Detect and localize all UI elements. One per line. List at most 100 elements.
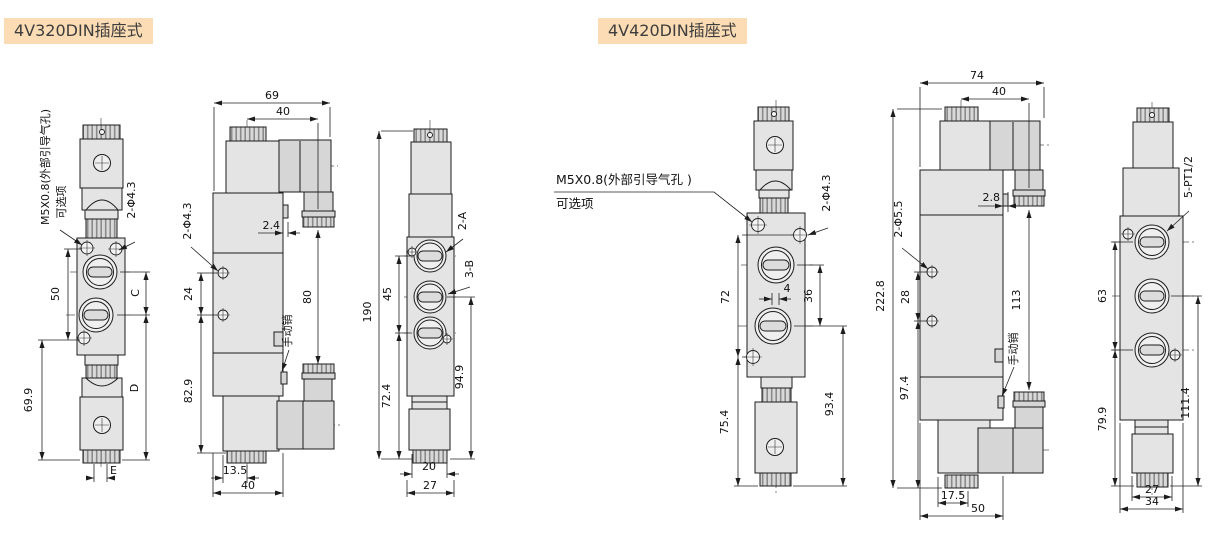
dim-label-69: 69 [265,89,279,102]
v320-rear-dim-190: 190 [361,130,413,460]
v320-front-dim-D: D [122,315,150,461]
dim-label-40-bottom: 40 [241,479,255,492]
v420-side-dim-17-5: 17.5 [937,477,969,507]
v420-front-valve-shapes [744,106,809,487]
v420-front-dim-36: 36 [794,264,847,327]
dim-label-20: 20 [422,460,436,473]
holes-label: 2-Φ5.5 [892,200,905,237]
v420-rear-dim-34: 34 [1119,423,1184,513]
v420-front-dim-93-4: 93.4 [793,326,847,487]
v420-side-dim-2-8: 2.8 [978,191,1020,212]
v320-front-view: M5X0.8(外部引导气孔) 可选项 2-Φ4.3 50 69.9 C D [22,109,150,482]
dim-label-D: D [128,384,141,392]
v320-rear-dim-72-4: 72.4 [380,333,402,459]
optional-label: 可选项 [556,196,594,211]
dim-label-82-9: 82.9 [182,379,195,404]
v420-side-dim-50: 50 [919,423,1004,520]
dim-label-72: 72 [719,290,732,304]
v320-side-dim-82-9: 82.9 [182,315,226,454]
v420-front-dim-4: 4 [759,282,791,305]
v320-front-dim-E: E [86,464,117,482]
v420-side-dim-74: 74 [919,69,1045,167]
dim-label-36: 36 [802,289,815,303]
v420-front-pilot-note: M5X0.8(外部引导气孔 ) 可选项 [554,172,753,223]
pilot-note-label: M5X0.8(外部引导气孔 ) [556,172,692,187]
dim-label-27: 27 [423,479,437,492]
dim-label-190: 190 [361,302,374,323]
v420-rear-view: 5-PT1/2 63 79.9 111.4 27 34 [1096,102,1202,513]
v420-side-manual-pin-note: 手动销 [1001,333,1020,397]
dim-label-40: 40 [992,85,1006,98]
manual-pin-label: 手动销 [280,315,294,348]
v420-front-dim-75-4: 75.4 [718,357,758,487]
manual-pin-label: 手动销 [1006,333,1020,366]
holes-label: 2-Φ4.3 [125,181,138,218]
dim-label-222-8: 222.8 [874,280,887,312]
v320-side-view: 69 40 2.4 2-Φ4.3 24 82.9 80 [181,89,340,497]
dim-label-111-4: 111.4 [1179,387,1192,419]
v320-rear-port-a-note: 2-A [445,211,469,253]
dim-label-97-4: 97.4 [898,376,911,401]
title-4v420: 4V420DIN插座式 [598,18,747,45]
v420-rear-dim-27: 27 [1131,476,1173,501]
dim-label-75-4: 75.4 [718,410,731,435]
v320-rear-dim-94-9: 94.9 [447,296,475,460]
v320-side-dim-40-top: 40 [247,105,319,209]
v420-rear-ports-note: 5-PT1/2 [1166,156,1195,232]
v420-side-valve-shapes [919,106,1046,489]
dim-label-17-5: 17.5 [941,489,966,502]
dim-label-80: 80 [301,290,314,304]
v320-side-dim-40-bottom: 40 [212,453,284,497]
v420-side-dim-40: 40 [961,85,1030,188]
title-4v320: 4V320DIN插座式 [4,18,153,45]
v320-side-dim-80: 80 [301,230,321,364]
v420-rear-valve-shapes [1119,107,1184,488]
holes-label: 2-Φ4.3 [181,202,194,239]
v320-front-dim-69-9: 69.9 [22,340,80,461]
dim-label-63: 63 [1096,289,1109,303]
v420-side-dim-222-8: 222.8 [874,108,942,489]
holes-label: 2-Φ4.3 [820,174,833,211]
v320-side-dim-69: 69 [213,89,331,191]
v320-side-dim-24: 24 [182,272,217,316]
v420-front-view: M5X0.8(外部引导气孔 ) 可选项 2-Φ4.3 4 36 72 75 [554,100,847,493]
dim-label-79-9: 79.9 [1096,407,1109,432]
dim-label-27: 27 [1145,483,1159,496]
dim-label-E: E [110,464,117,477]
dim-label-24: 24 [182,287,195,301]
dim-label-113: 113 [1010,290,1023,311]
dim-label-2-8: 2.8 [983,191,1001,204]
port-a-label: 2-A [456,211,469,230]
dim-label-34: 34 [1145,495,1159,508]
v420-front-holes-note: 2-Φ4.3 [807,174,833,236]
pilot-note-label: M5X0.8(外部引导气孔) [38,109,52,225]
v320-rear-dim-27: 27 [406,479,455,497]
v320-rear-dim-20: 20 [400,454,459,478]
dim-label-72-4: 72.4 [380,384,393,409]
v420-side-dim-113: 113 [1010,210,1032,390]
v420-side-view: 74 40 2.8 2-Φ5.5 222.8 28 9 [874,69,1052,520]
v420-side-dim-97-4: 97.4 [898,321,921,488]
v320-side-manual-pin-note: 手动销 [280,315,294,372]
v420-rear-dim-111-4: 111.4 [1170,295,1202,487]
dim-label-40-top: 40 [276,105,290,118]
v420-rear-dim-63: 63 [1096,241,1133,351]
dim-label-45: 45 [381,287,394,301]
ports-label: 5-PT1/2 [1182,156,1195,198]
dim-label-50: 50 [49,287,62,301]
v420-front-dim-72: 72 [719,234,793,358]
v320-side-valve-shapes [212,126,336,464]
dim-label-93-4: 93.4 [823,392,836,417]
v320-front-dim-50: 50 [38,248,82,341]
optional-label: 可选项 [55,186,68,219]
v420-rear-dim-79-9: 79.9 [1096,350,1134,487]
port-b-label: 3-B [463,260,476,278]
v320-side-holes-note: 2-Φ4.3 [181,202,219,272]
dim-label-50: 50 [971,502,985,515]
dim-label-94-9: 94.9 [453,365,466,390]
v320-front-valve-shapes [76,124,126,464]
v320-rear-valve-shapes [406,128,455,464]
v320-front-pilot-note: M5X0.8(外部引导气孔) 可选项 [38,109,83,246]
v320-rear-port-b-note: 3-B [447,260,476,295]
